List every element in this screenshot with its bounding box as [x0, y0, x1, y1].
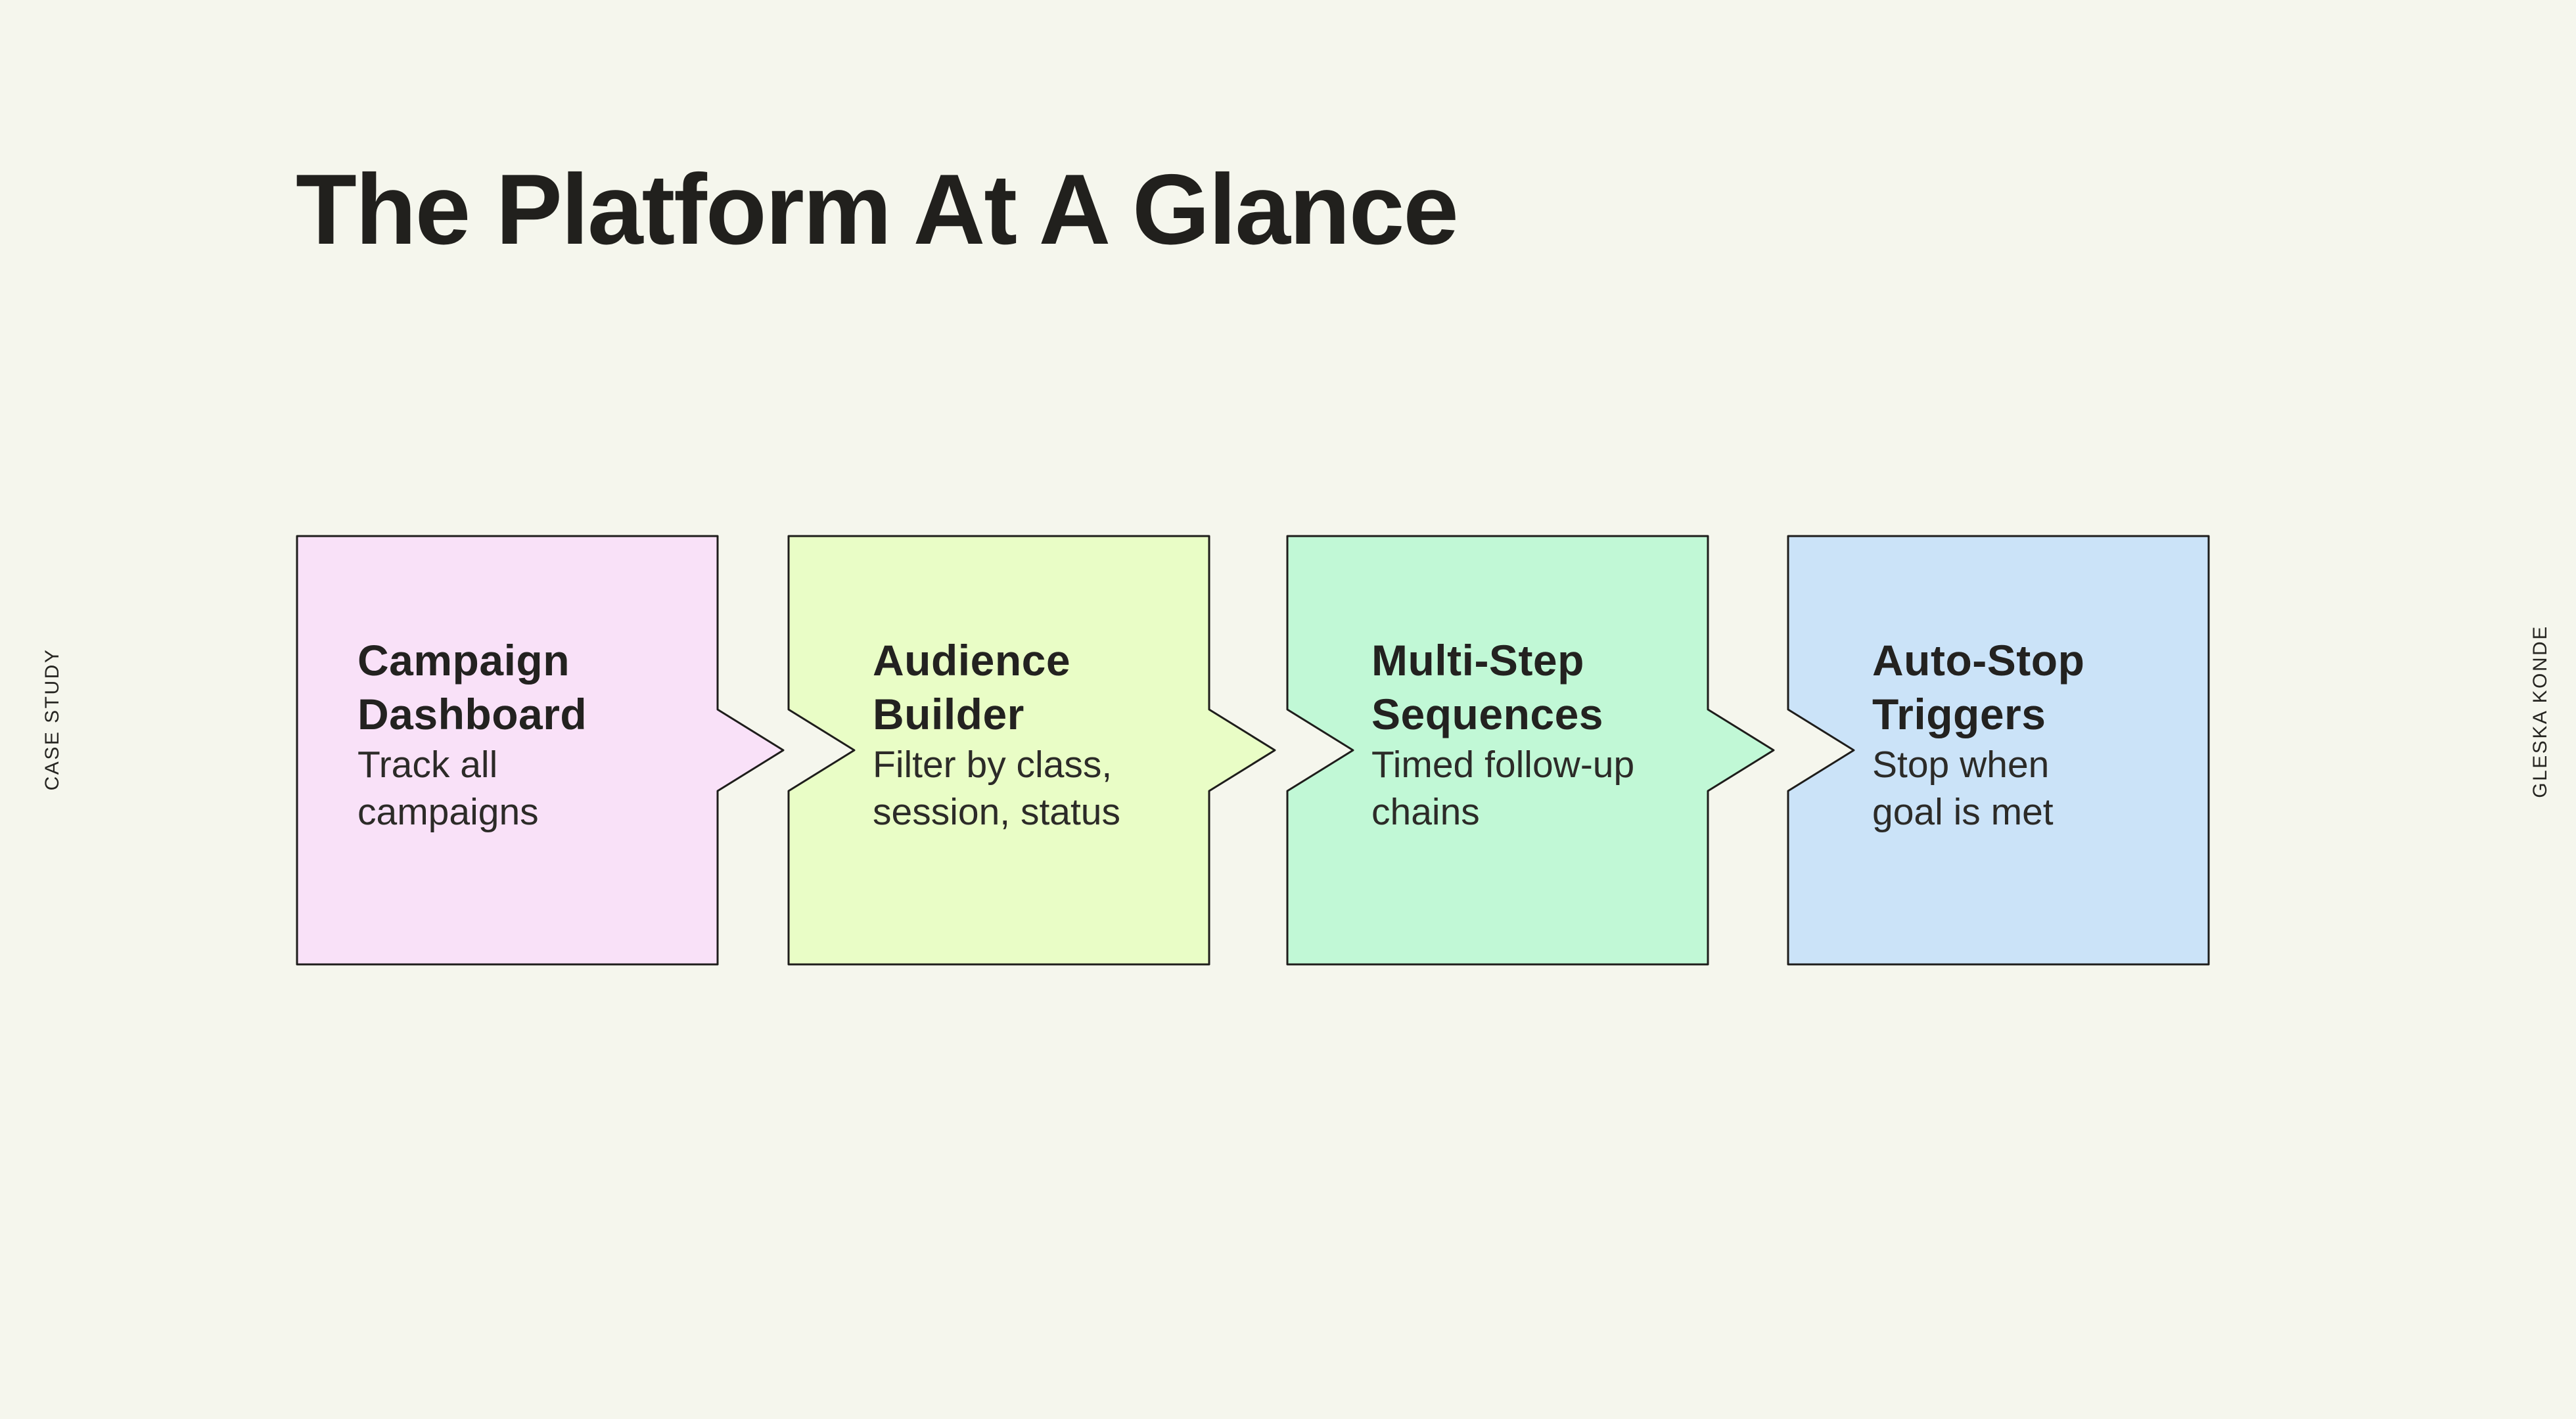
arrow-box-shape — [787, 535, 1276, 966]
side-label-author: GLESKA KONDE — [2529, 625, 2551, 798]
arrow-box-fill — [787, 535, 1276, 966]
arrow-box-fill — [1787, 535, 2210, 966]
flow-step-auto-stop-triggers: Auto-Stop Triggers Stop when goal is met — [1787, 535, 2210, 966]
step-text: Campaign Dashboard Track all campaigns — [297, 536, 718, 836]
step-text: Multi-Step Sequences Timed follow-up cha… — [1287, 536, 1708, 836]
arrow-box-shape — [1286, 535, 1775, 966]
step-title: Auto-Stop Triggers — [1872, 636, 2085, 738]
step-title: Audience Builder — [873, 636, 1071, 738]
flow-step-multi-step-sequences: Multi-Step Sequences Timed follow-up cha… — [1286, 535, 1775, 966]
step-description: Track all campaigns — [357, 744, 539, 833]
flow-step-campaign-dashboard: Campaign Dashboard Track all campaigns — [296, 535, 785, 966]
page-title: The Platform At A Glance — [296, 154, 1459, 265]
side-label-case-study: CASE STUDY — [41, 648, 63, 791]
flow-step-audience-builder: Audience Builder Filter by class, sessio… — [787, 535, 1276, 966]
arrow-box-shape — [296, 535, 785, 966]
platform-flow-diagram: Campaign Dashboard Track all campaigns A… — [296, 535, 2282, 966]
arrow-box-fill — [296, 535, 785, 966]
step-text: Auto-Stop Triggers Stop when goal is met — [1788, 536, 2209, 836]
step-title: Multi-Step Sequences — [1371, 636, 1603, 738]
step-description: Stop when goal is met — [1872, 744, 2054, 833]
step-title: Campaign Dashboard — [357, 636, 587, 738]
step-description: Timed follow-up chains — [1371, 744, 1635, 833]
arrow-box-fill — [1286, 535, 1775, 966]
step-description: Filter by class, session, status — [873, 744, 1121, 833]
arrow-box-shape — [1787, 535, 2210, 966]
step-text: Audience Builder Filter by class, sessio… — [789, 536, 1209, 836]
